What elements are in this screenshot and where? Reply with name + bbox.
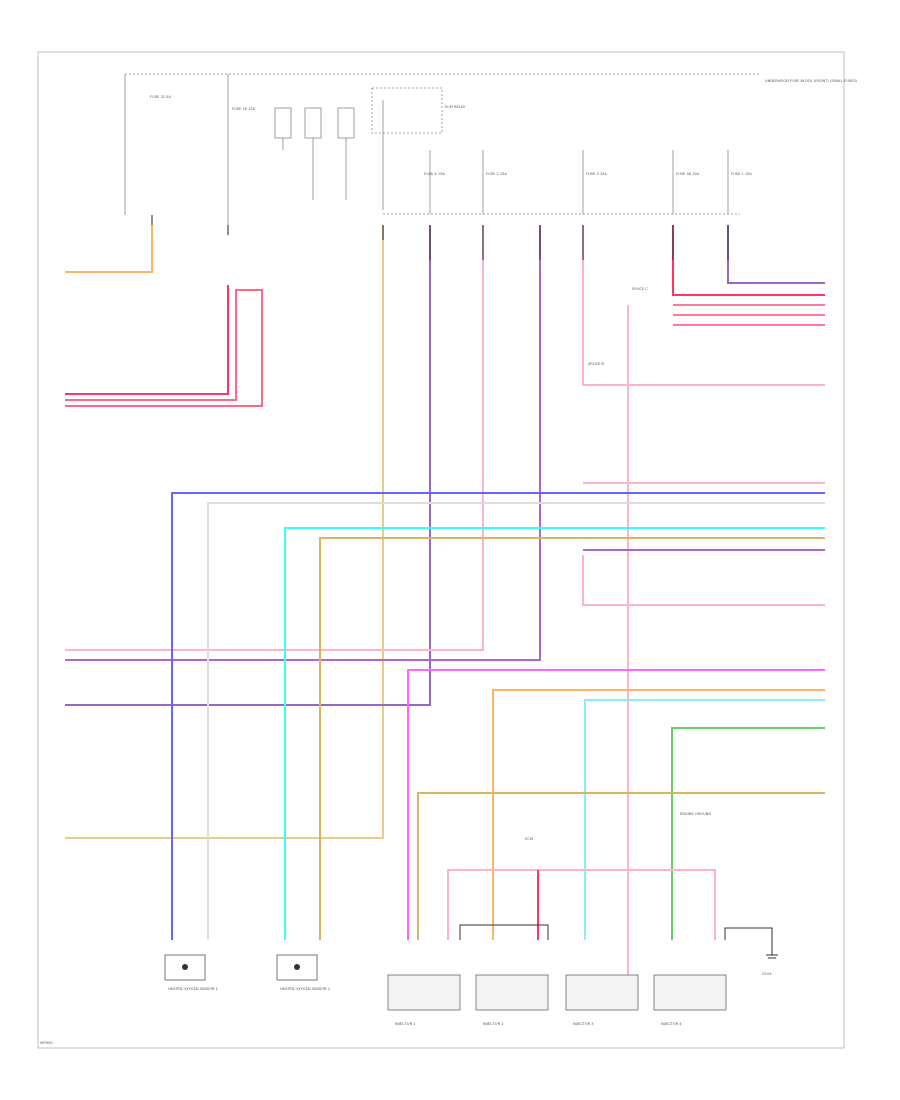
label-splice-1: SPLICE C — [632, 287, 648, 291]
injector-1 — [387, 974, 461, 1011]
sensor-1 — [164, 954, 206, 981]
wire-green — [671, 727, 825, 940]
injector-2 — [475, 974, 549, 1011]
label-injector-1: INJECTOR 1 — [395, 1022, 416, 1026]
label-injector-4: INJECTOR 4 — [661, 1022, 682, 1026]
connector-marks — [151, 215, 729, 260]
label-splice-3: ENGINE GROUND — [680, 812, 711, 816]
label-fuse-a: FUSE 32 5A — [150, 95, 171, 99]
wire-pink-3 — [582, 225, 825, 386]
wire-tan-3 — [417, 792, 825, 940]
label-ecm: ECM — [525, 837, 533, 841]
wire-cyan — [284, 527, 825, 940]
sensor-2 — [276, 954, 318, 981]
label-fuse-e: FUSE 3 15A — [586, 172, 607, 176]
diagram-border — [37, 51, 845, 1049]
wire-pink-4 — [673, 304, 825, 326]
wire-blue — [171, 492, 825, 940]
wire-purple-1 — [65, 225, 431, 706]
fuse-block — [124, 73, 760, 225]
wire-red-1 — [65, 285, 229, 395]
label-injector-2: INJECTOR 2 — [483, 1022, 504, 1026]
wire-tan-main — [65, 225, 384, 839]
wire-cyan-2 — [584, 699, 825, 940]
injector-4 — [653, 974, 727, 1011]
wire-pink-7 — [582, 555, 825, 606]
label-fuse-b: FUSE 16 15A — [232, 107, 256, 111]
label-fuse-c: FUSE 4 15A — [424, 172, 445, 176]
label-injector-3: INJECTOR 3 — [573, 1022, 594, 1026]
label-sensor-1: HEATED OXYGEN SENSOR 1 — [168, 987, 218, 991]
wire-orange-1 — [65, 225, 153, 273]
wire-tan-2 — [319, 537, 825, 940]
wire-pink-8 — [447, 869, 716, 940]
ground-lines — [459, 924, 778, 959]
wire-red-2 — [672, 225, 825, 296]
wire-gray — [207, 502, 825, 940]
label-sensor-2: HEATED OXYGEN SENSOR 2 — [280, 987, 330, 991]
label-splice-2: SPLICE B — [588, 362, 604, 366]
top-note: UNDERHOOD FUSE BLOCK (FRONT) (SMALL FUSE… — [765, 79, 858, 83]
injector-boxes — [387, 974, 727, 1011]
wires — [65, 225, 825, 1000]
wire-orange-2 — [492, 689, 825, 940]
label-ground: G104 — [762, 972, 772, 976]
injector-3 — [565, 974, 639, 1011]
label-fuse-f: FUSE 38 15A — [676, 172, 700, 176]
label-relay: ECM RELAY — [445, 105, 466, 109]
wire-purple-3 — [727, 225, 825, 284]
label-fuse-d: FUSE 2 15A — [486, 172, 507, 176]
footer-code: W5900 — [40, 1041, 53, 1045]
wire-pink-2 — [65, 225, 484, 651]
wire-magenta — [407, 669, 825, 940]
wire-pink-1 — [65, 289, 263, 407]
wire-purple-2 — [65, 225, 541, 661]
label-fuse-g: FUSE 1 15A — [731, 172, 752, 176]
